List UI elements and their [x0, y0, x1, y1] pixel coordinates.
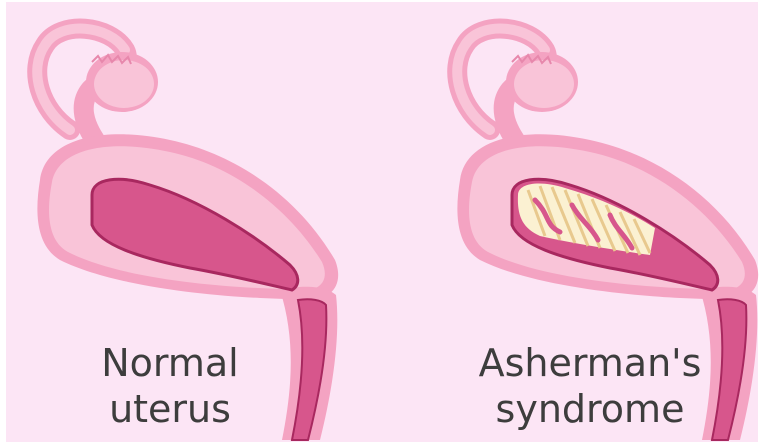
caption-line-1: Asherman's: [470, 340, 710, 386]
caption-line-2: uterus: [80, 386, 260, 432]
caption-line-2: syndrome: [470, 386, 710, 432]
caption-line-1: Normal: [80, 340, 260, 386]
asherman-syndrome-caption: Asherman's syndrome: [470, 340, 710, 432]
normal-uterus-caption: Normal uterus: [80, 340, 260, 432]
